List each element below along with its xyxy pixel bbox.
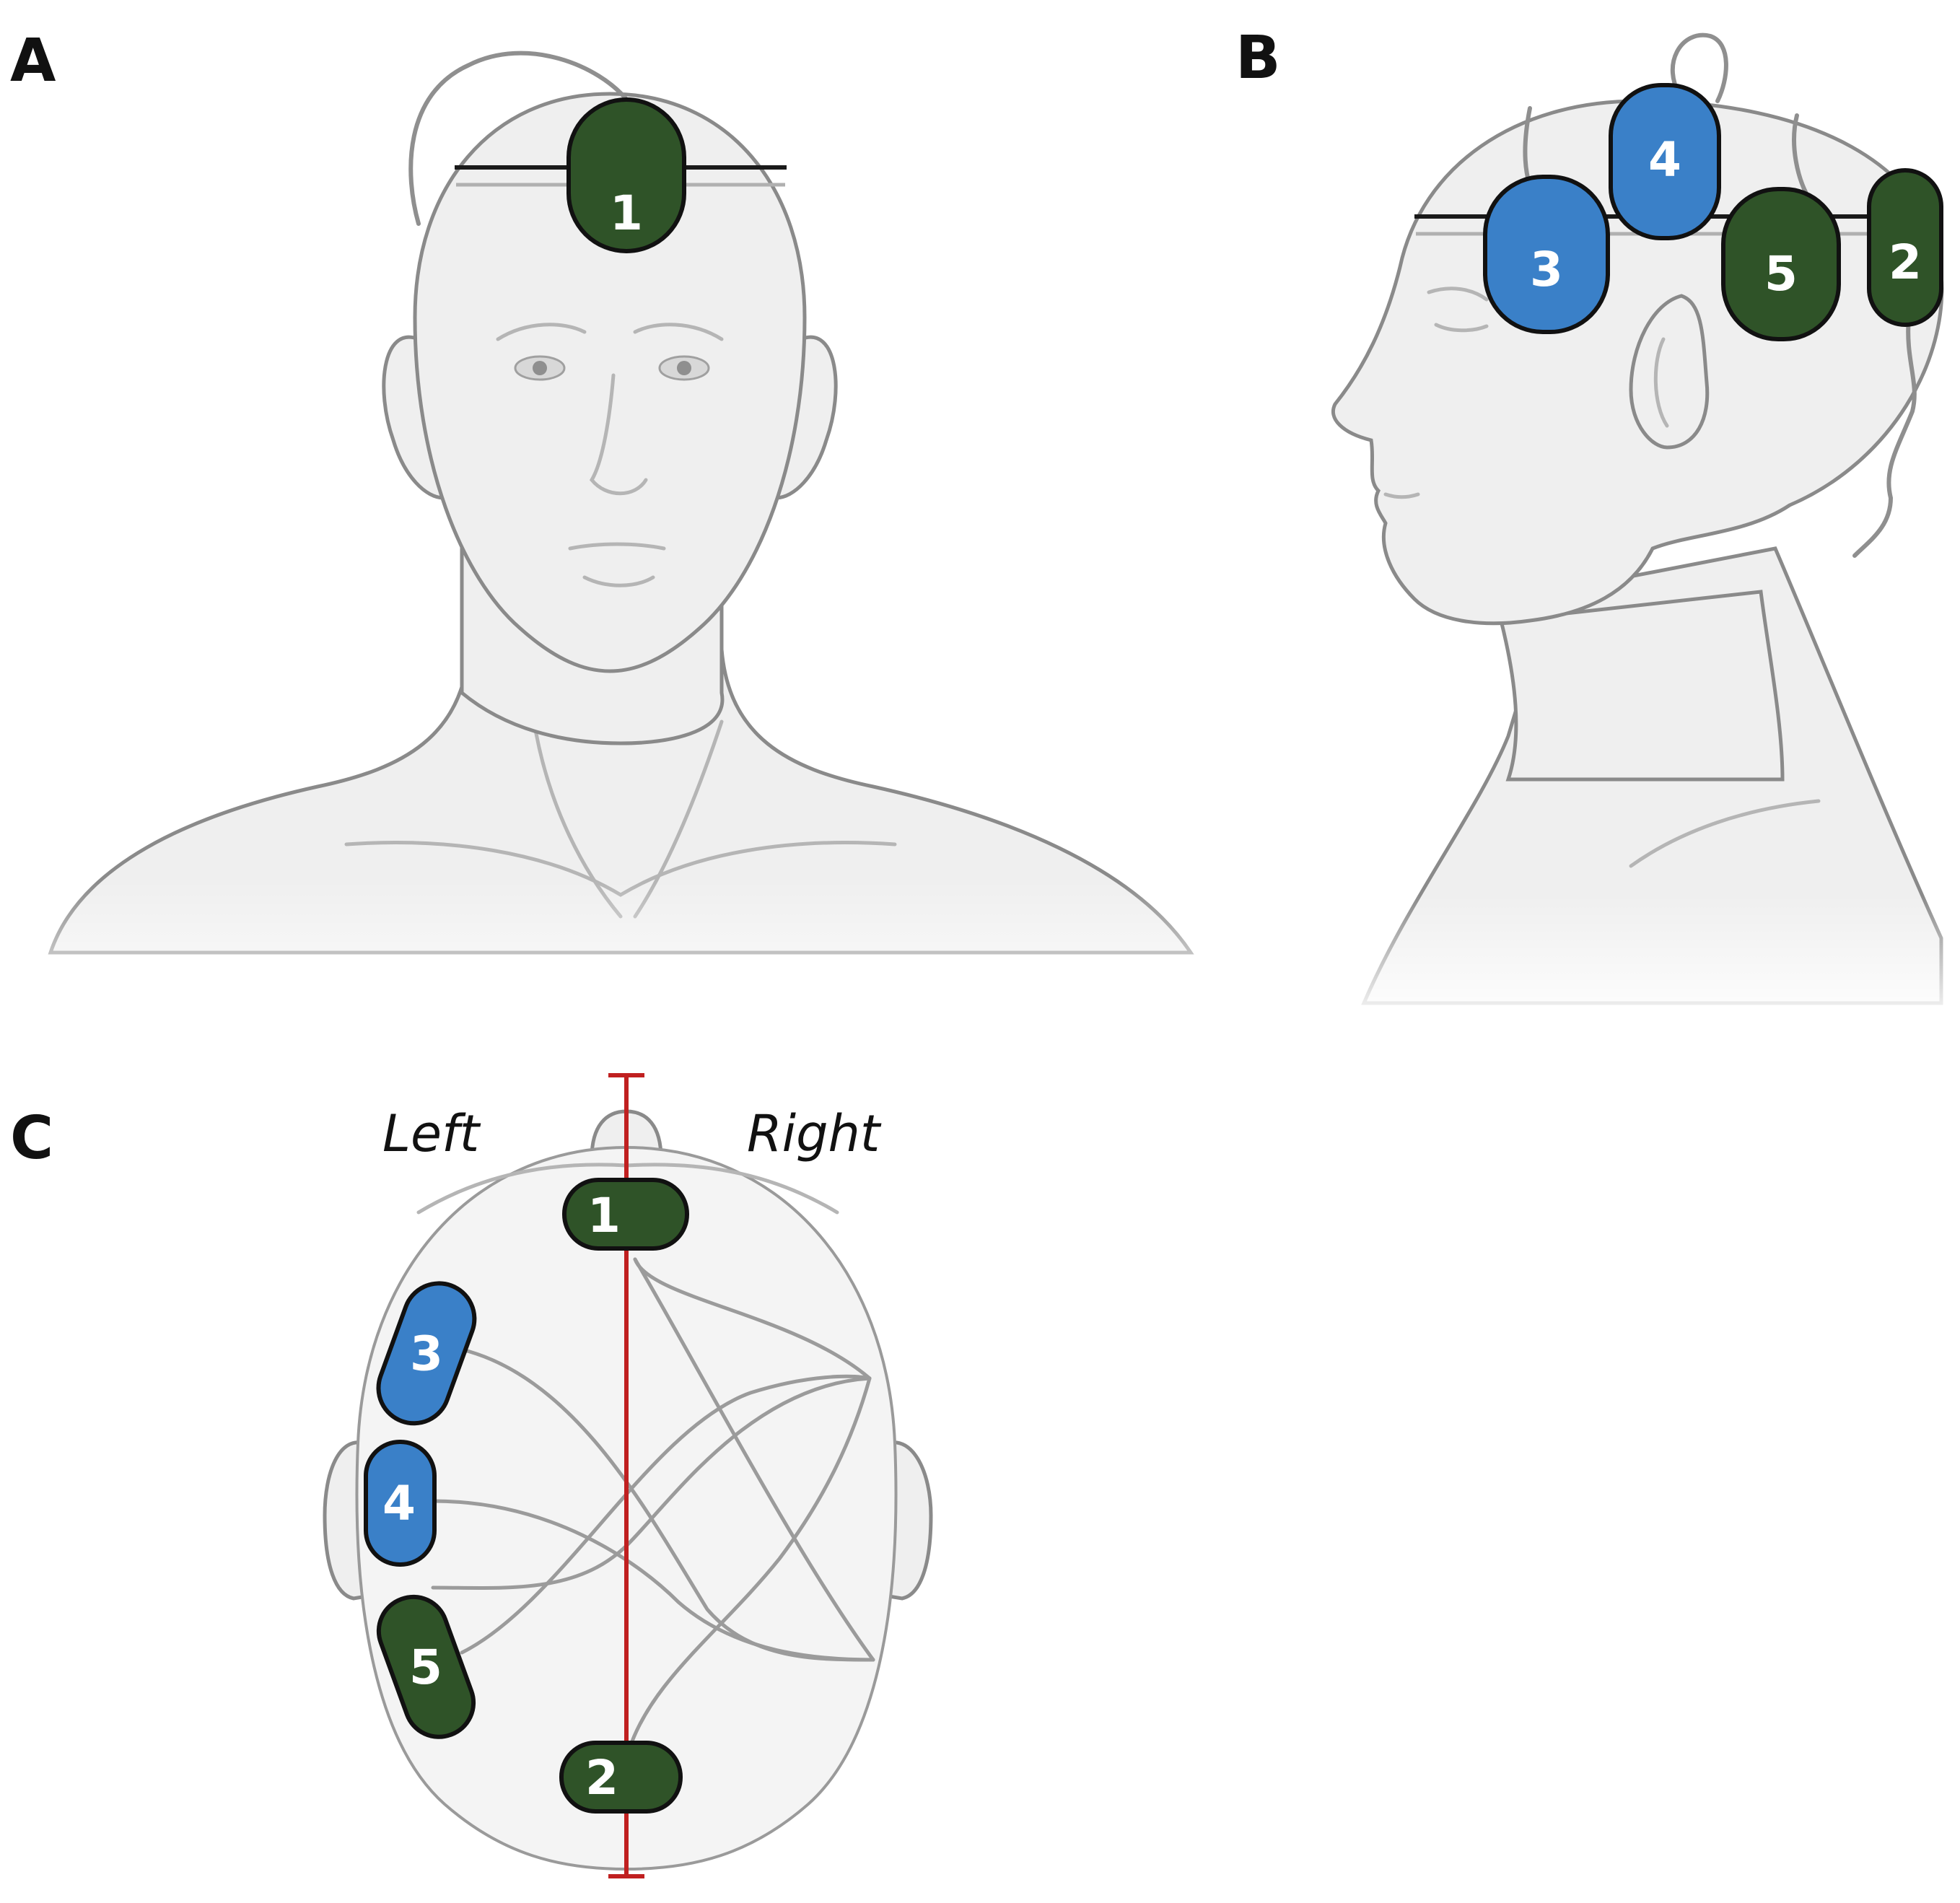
top-electrode-3: 3 — [376, 1281, 477, 1426]
front-ear-right — [774, 335, 838, 500]
side-electrode-4: 4 — [1609, 83, 1721, 240]
top-electrode-5: 5 — [376, 1594, 476, 1739]
top-electrode-2-label: 2 — [585, 1750, 618, 1806]
side-ear — [1629, 294, 1710, 450]
panel-c-top-view: 1 3 4 5 2 Left Right — [323, 1073, 933, 1878]
panel-label-b: B — [1235, 24, 1281, 92]
top-electrode-1-label: 1 — [587, 1188, 621, 1243]
panel-label-a: A — [10, 27, 56, 95]
side-electrode-2: 2 — [1867, 168, 1943, 327]
front-ear-left — [382, 335, 446, 500]
panel-label-c: C — [10, 1104, 53, 1173]
left-label: Left — [382, 1104, 481, 1163]
side-electrode-4-label: 4 — [1648, 132, 1681, 188]
side-electrode-3: 3 — [1483, 175, 1610, 334]
panel-b-side-view: 4 3 5 2 — [1331, 32, 1944, 1005]
top-electrode-3-label: 3 — [410, 1326, 443, 1381]
front-cable — [408, 51, 630, 226]
front-electrode-1-label: 1 — [610, 185, 643, 241]
side-electrode-3-label: 3 — [1530, 242, 1563, 297]
top-electrode-4-label: 4 — [382, 1476, 416, 1531]
panel-a-front-view: 1 — [48, 51, 1194, 955]
side-electrode-5: 5 — [1721, 187, 1841, 341]
side-neck — [1498, 590, 1785, 782]
side-electrode-2-label: 2 — [1889, 235, 1922, 290]
top-wires — [431, 1257, 875, 1756]
side-electrode-5-label: 5 — [1764, 246, 1798, 302]
front-head — [413, 92, 807, 673]
side-cables — [1523, 32, 1917, 558]
top-electrode-1: 1 — [562, 1178, 689, 1251]
front-electrode-1: 1 — [566, 97, 686, 253]
right-label: Right — [747, 1104, 882, 1163]
top-electrode-2: 2 — [559, 1741, 683, 1814]
top-electrode-5-label: 5 — [409, 1640, 442, 1695]
top-electrode-4: 4 — [364, 1440, 437, 1567]
